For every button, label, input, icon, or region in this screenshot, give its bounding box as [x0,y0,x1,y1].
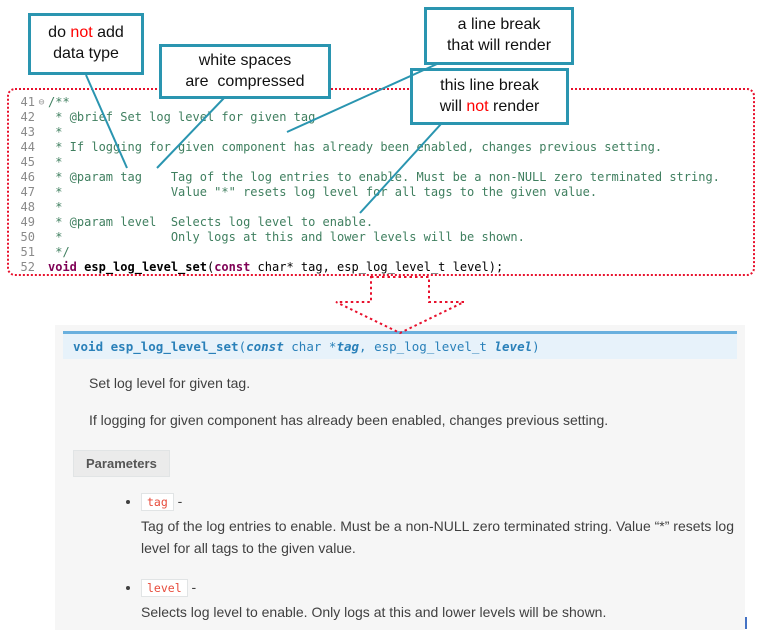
line-number: 49 [20,215,35,229]
code-line-45: 45 * [15,155,749,170]
code-editor: 41⊖/** 42 * @brief Set log level for giv… [7,88,755,276]
callout-line: this line break [440,76,539,94]
code-text: void esp_log_level_set(const char* tag, … [48,260,503,275]
code-text: ( [206,260,215,274]
fold-marker-icon [35,140,48,155]
fold-marker-icon [35,170,48,185]
callout-text: do [48,24,71,42]
code-line-50: 50 * Only logs at this and lower levels … [15,230,749,245]
code-text: * @param level Selects log level to enab… [48,215,374,229]
callout-line: are compressed [185,72,305,90]
param-name-tag: tag [141,493,174,511]
callout-line: white spaces [198,51,292,69]
code-line-46: 46 * @param tag Tag of the log entries t… [15,170,749,185]
sig-type: char * [283,339,337,354]
line-number: 41 [20,95,35,109]
code-text: * Only logs at this and lower levels wil… [48,230,525,244]
sig-param-tag: tag [336,339,360,354]
callout-line: do not add [48,23,124,44]
code-text: * [48,125,63,139]
code-line-48: 48 * [15,200,749,215]
param-item-tag: tag - Tag of the log entries to enable. … [141,493,737,559]
sig-function-name: esp_log_level_set [110,339,239,354]
code-line-49: 49 * @param level Selects log level to e… [15,215,749,230]
code-line-42: 42 * @brief Set log level for given tag [15,110,749,125]
sig-param-level: level [494,339,533,354]
parameter-list: tag - Tag of the log entries to enable. … [63,493,737,624]
function-name: esp_log_level_set [84,260,207,274]
code-text: * @brief Set log level for given tag [48,110,316,124]
line-number: 46 [20,170,35,184]
code-line-41: 41⊖/** [15,95,749,110]
function-signature: void esp_log_level_set(const char *tag, … [63,331,737,359]
fold-marker-icon [35,245,48,260]
line-number: 48 [20,200,35,214]
callout-text-red: not [466,97,489,115]
code-text: char* tag, esp_log_level_t level); [250,260,504,274]
fold-marker-icon [35,125,48,140]
parameters-header: Parameters [73,450,170,477]
code-line-47: 47 * Value "*" resets log level for all … [15,185,749,200]
param-desc-level: Selects log level to enable. Only logs a… [141,604,607,621]
code-text: /** [48,95,70,109]
keyword-const: const [214,260,251,274]
param-dash: - [177,493,183,509]
rendered-docs-panel: void esp_log_level_set(const char *tag, … [55,325,745,630]
callout-whitespace-compressed: white spaces are compressed [159,44,331,99]
callout-line: data type [53,45,119,62]
code-text: * Value "*" resets log level for all tag… [48,185,598,199]
code-line-44: 44 * If logging for given component has … [15,140,749,155]
line-number: 43 [20,125,35,139]
code-line-43: 43 * [15,125,749,140]
fold-marker-icon [35,260,48,275]
fold-marker-icon [35,185,48,200]
callout-line: that will render [446,37,552,54]
callout-no-datatype: do not add data type [28,13,144,75]
callout-text-red: not [70,24,93,42]
line-number: 50 [20,230,35,244]
sig-return-type: void [73,339,111,354]
keyword-void: void [48,260,77,274]
callout-line: a line break [457,16,541,34]
line-number: 45 [20,155,35,169]
fold-marker-icon [35,155,48,170]
sig-paren-close: ) [532,339,540,354]
param-dash: - [191,579,197,596]
line-number: 52 [20,260,35,274]
fold-marker-icon [35,110,48,125]
callout-line-break-renders: a line break that will render [424,7,574,65]
code-text: * @param tag Tag of the log entries to e… [48,170,720,184]
callout-line-break-no-render: this line break will not render [410,68,569,125]
code-text: */ [48,245,70,259]
fold-marker-icon[interactable]: ⊖ [38,97,45,108]
sig-paren-open: ( [238,339,247,354]
line-number: 51 [20,245,35,259]
detailed-description: If logging for given component has alrea… [89,412,609,428]
fold-marker-icon [35,215,48,230]
brief-description: Set log level for given tag. [89,375,251,391]
callout-text: add [92,24,124,42]
fold-marker-icon [35,230,48,245]
code-line-52: 52 void esp_log_level_set(const char* tag… [15,260,749,275]
fold-marker-icon [35,200,48,215]
code-line-51: 51 */ [15,245,749,260]
line-number: 44 [20,140,35,154]
param-name-level: level [141,579,188,598]
param-desc-tag: Tag of the log entries to enable. Must b… [141,518,734,556]
line-number: 42 [20,110,35,124]
callout-text: will [439,97,467,115]
line-number: 47 [20,185,35,199]
sig-type: esp_log_level_t [374,339,495,354]
code-text: * [48,200,63,214]
sig-separator: , [359,339,375,354]
code-text: * If logging for given component has alr… [48,140,663,154]
sig-const-keyword: const [246,339,284,354]
callout-line: will not render [440,97,540,118]
param-item-level: level - Selects log level to enable. Onl… [141,579,737,624]
callout-text: render [488,97,540,115]
code-text: * [48,155,63,169]
